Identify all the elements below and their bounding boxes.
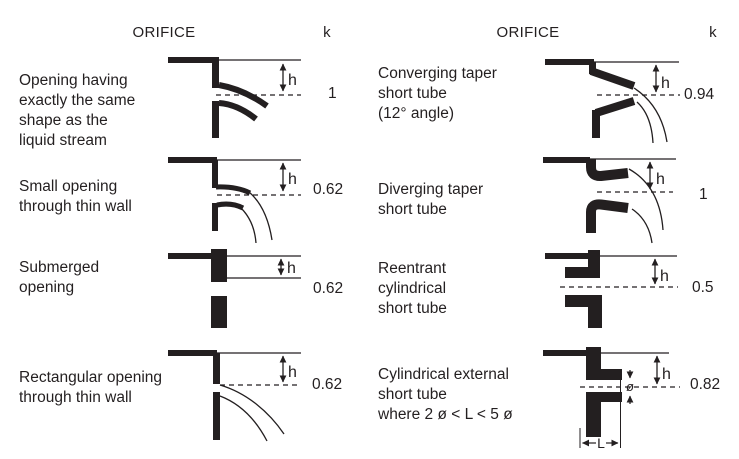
diagram-reentrant-tube: h: [545, 250, 678, 328]
diagram-diverging-taper-tube: h: [543, 157, 676, 244]
k-header-left: k: [323, 24, 331, 41]
row-label-submerged-opening: Submerged opening: [19, 259, 100, 296]
diagram-submerged-opening: h: [168, 249, 301, 328]
orifice-header-left: ORIFICE: [132, 24, 196, 41]
diameter-dimension-label: ø: [626, 379, 634, 394]
diagram-converging-taper-tube: h: [545, 59, 680, 144]
k-value-same-shape-opening: 1: [328, 85, 337, 102]
diagram-small-opening-thin-wall: h: [168, 157, 301, 244]
row-label-small-opening: Small opening through thin wall: [19, 178, 132, 215]
row-label-rectangular-opening: Rectangular opening through thin wall: [19, 369, 163, 406]
diagram-rectangular-opening: h: [168, 350, 301, 442]
h-dimension-label: h: [661, 75, 670, 92]
row-label-converging-taper: Converging taper short tube (12° angle): [378, 65, 497, 122]
row-label-same-shape-opening: Opening having exactly the same shape as…: [19, 72, 136, 149]
h-dimension-label: h: [288, 171, 297, 188]
k-value-small-opening: 0.62: [313, 181, 344, 198]
orifice-header-right: ORIFICE: [496, 24, 560, 41]
row-label-diverging-taper: Diverging taper short tube: [378, 181, 484, 218]
h-dimension-label: h: [287, 260, 296, 277]
length-dimension-label: L: [597, 435, 605, 451]
k-value-submerged-opening: 0.62: [313, 280, 344, 297]
diagram-same-shape-opening: h: [168, 57, 301, 138]
row-label-cylindrical-external-tube: Cylindrical external short tube where 2 …: [378, 366, 513, 423]
k-header-right: k: [709, 24, 717, 41]
row-label-reentrant-tube: Reentrant cylindrical short tube: [378, 260, 447, 317]
h-dimension-label: h: [288, 364, 297, 381]
k-value-cylindrical-external-tube: 0.82: [690, 376, 721, 393]
h-dimension-label: h: [662, 366, 671, 383]
k-value-reentrant-tube: 0.5: [692, 279, 714, 296]
k-value-diverging-taper: 1: [699, 186, 708, 203]
k-value-rectangular-opening: 0.62: [312, 376, 343, 393]
h-dimension-label: h: [660, 268, 669, 285]
diagram-cylindrical-external-tube: ø L h: [543, 347, 680, 451]
h-dimension-label: h: [656, 171, 665, 188]
k-value-converging-taper: 0.94: [684, 86, 715, 103]
h-dimension-label: h: [288, 72, 297, 89]
